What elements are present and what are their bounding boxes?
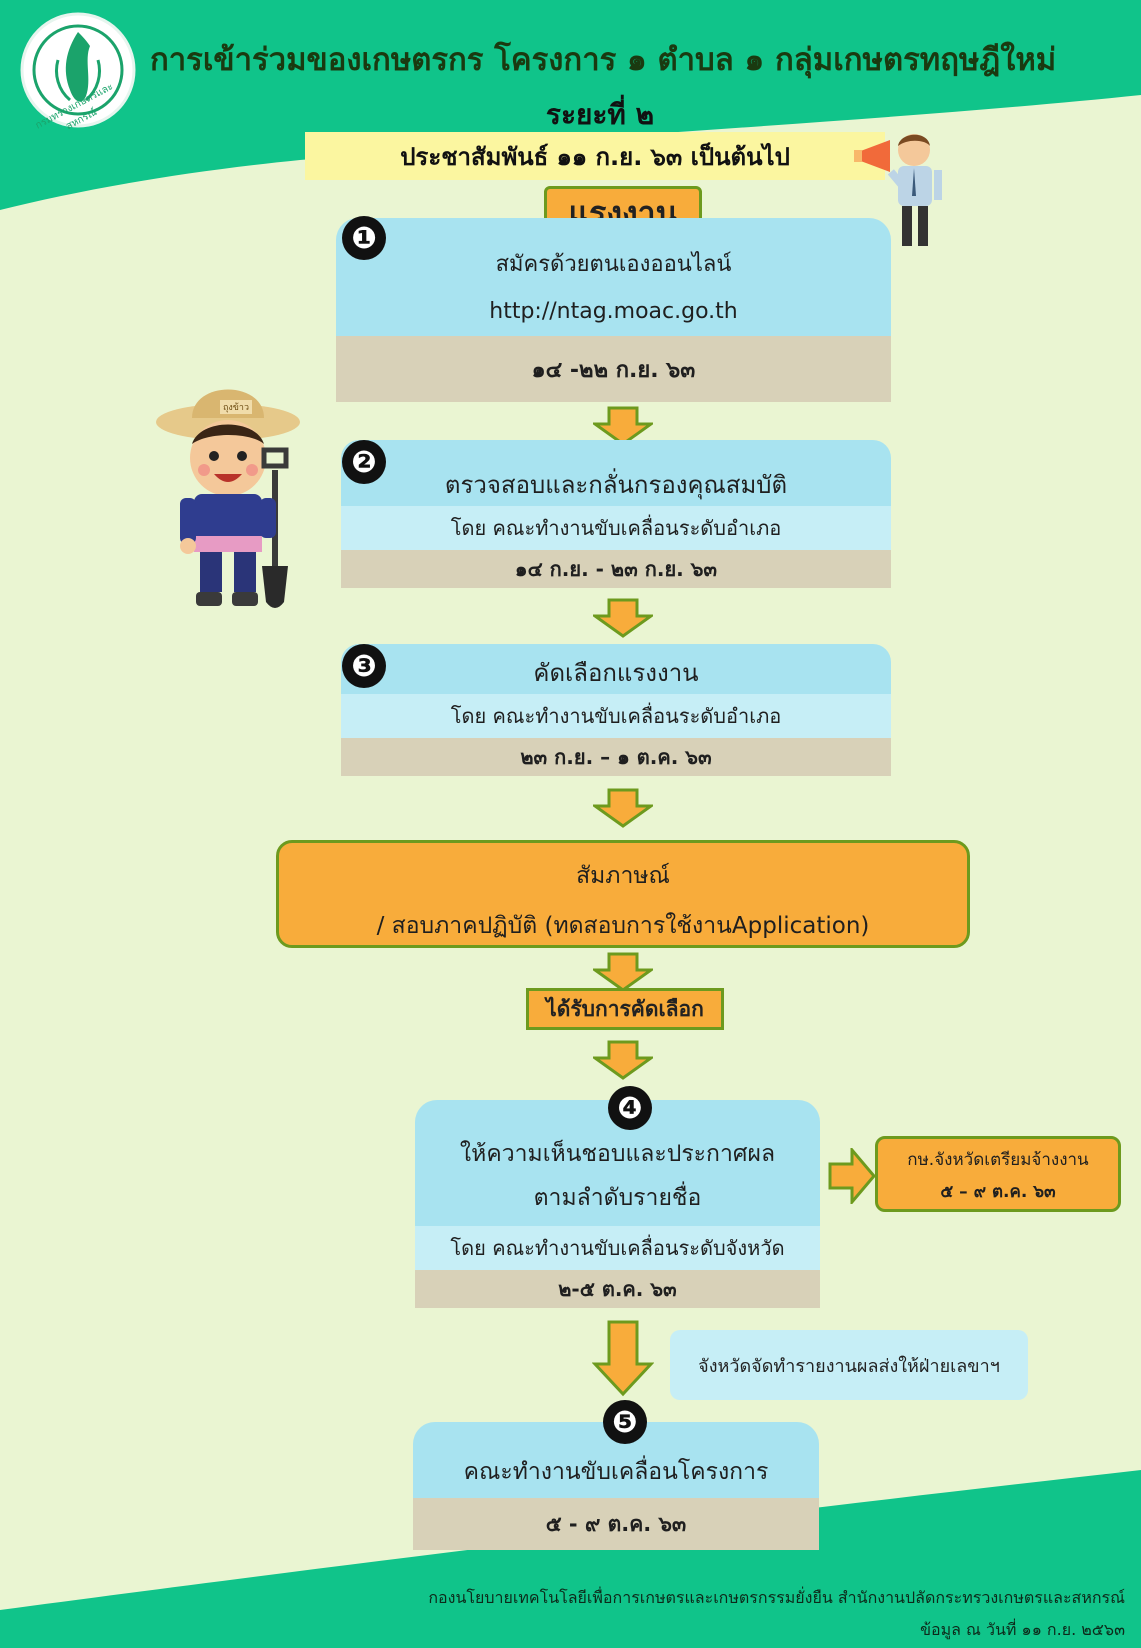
flow-arrow-5 <box>593 1040 653 1080</box>
announce-bar: ประชาสัมพันธ์ ๑๑ ก.ย. ๖๓ เป็นต้นไป <box>305 132 885 180</box>
step3-card <box>341 644 891 694</box>
footer-date: ข้อมูล ณ วันที่ ๑๑ ก.ย. ๒๕๖๓ <box>920 1620 1125 1639</box>
interview-box <box>276 840 970 948</box>
side-arrow-right <box>828 1148 876 1204</box>
header-band <box>0 0 1141 210</box>
step3-by: โดย คณะทำงานขับเคลื่อนระดับอำเภอ <box>341 694 891 738</box>
step2-title: ตรวจสอบและกลั่นกรองคุณสมบัติ <box>444 470 788 499</box>
step4-line1: ให้ความเห็นชอบและประกาศผล <box>459 1141 776 1167</box>
step1-line1: สมัครด้วยตนเองออนไลน์ <box>495 251 732 277</box>
step5-date: ๕ - ๙ ต.ค. ๖๓ <box>413 1498 819 1550</box>
step4-date: ๒-๕ ต.ค. ๖๓ <box>415 1270 820 1308</box>
phase-label: ระยะที่ ๒ <box>545 98 655 131</box>
flow-arrow-3 <box>593 788 653 828</box>
step4-line2: ตามลำดับรายชื่อ <box>533 1185 702 1211</box>
interview-line2: / สอบภาคปฏิบัติ (ทดสอบการใช้งานApplicati… <box>376 913 870 939</box>
province-prep-date: ๕ – ๙ ต.ค. ๖๓ <box>940 1181 1056 1202</box>
farmer-hat-text: ถุงข้าว <box>222 403 250 413</box>
step3-date: ๒๓ ก.ย. – ๑ ต.ค. ๖๓ <box>341 738 891 776</box>
footer-band <box>0 1470 1141 1648</box>
province-prep-line1: กษ.จังหวัดเตรียมจ้างงาน <box>907 1149 1089 1170</box>
step4-by: โดย คณะทำงานขับเคลื่อนระดับจังหวัด <box>415 1226 820 1270</box>
step1-card <box>336 218 891 336</box>
step5-title: คณะทำงานขับเคลื่อนโครงการ <box>463 1459 769 1485</box>
step4-number: ❹ <box>608 1086 652 1130</box>
selected-text: ได้รับการคัดเลือก <box>546 996 704 1021</box>
megaphone-man-icon <box>854 134 942 246</box>
step1-url: http://ntag.moac.go.th <box>489 298 738 324</box>
ministry-logo <box>18 10 138 130</box>
page-title: การเข้าร่วมของเกษตรกร โครงการ ๑ ตำบล ๑ ก… <box>150 42 1057 78</box>
step3-number: ❸ <box>342 644 386 688</box>
step1-date: ๑๔ -๒๒ ก.ย. ๖๓ <box>336 336 891 402</box>
step2-by: โดย คณะทำงานขับเคลื่อนระดับอำเภอ <box>341 506 891 550</box>
flow-arrow-4 <box>593 952 653 992</box>
flow-arrow-6 <box>592 1320 654 1397</box>
step2-date: ๑๔ ก.ย. - ๒๓ ก.ย. ๖๓ <box>341 550 891 588</box>
report-note-text: จังหวัดจัดทำรายงานผลส่งให้ฝ่ายเลขาฯ <box>698 1355 1000 1377</box>
report-note: จังหวัดจัดทำรายงานผลส่งให้ฝ่ายเลขาฯ <box>670 1330 1028 1400</box>
interview-line1: สัมภาษณ์ <box>576 863 670 889</box>
announce-text: ประชาสัมพันธ์ ๑๑ ก.ย. ๖๓ เป็นต้นไป <box>400 142 790 171</box>
flow-arrow-2 <box>593 598 653 638</box>
step2-card <box>341 440 891 506</box>
step3-title: คัดเลือกแรงงาน <box>533 658 699 687</box>
flow-arrow-1 <box>593 406 653 446</box>
step1-number: ❶ <box>342 216 386 260</box>
footer-org: กองนโยบายเทคโนโลยีเพื่อการเกษตรและเกษตรก… <box>428 1588 1125 1607</box>
step5-number: ❺ <box>603 1400 647 1444</box>
step2-number: ❷ <box>342 440 386 484</box>
selected-box: ได้รับการคัดเลือก <box>526 988 724 1030</box>
province-prep-box <box>875 1136 1121 1212</box>
farmer-icon <box>156 389 300 608</box>
